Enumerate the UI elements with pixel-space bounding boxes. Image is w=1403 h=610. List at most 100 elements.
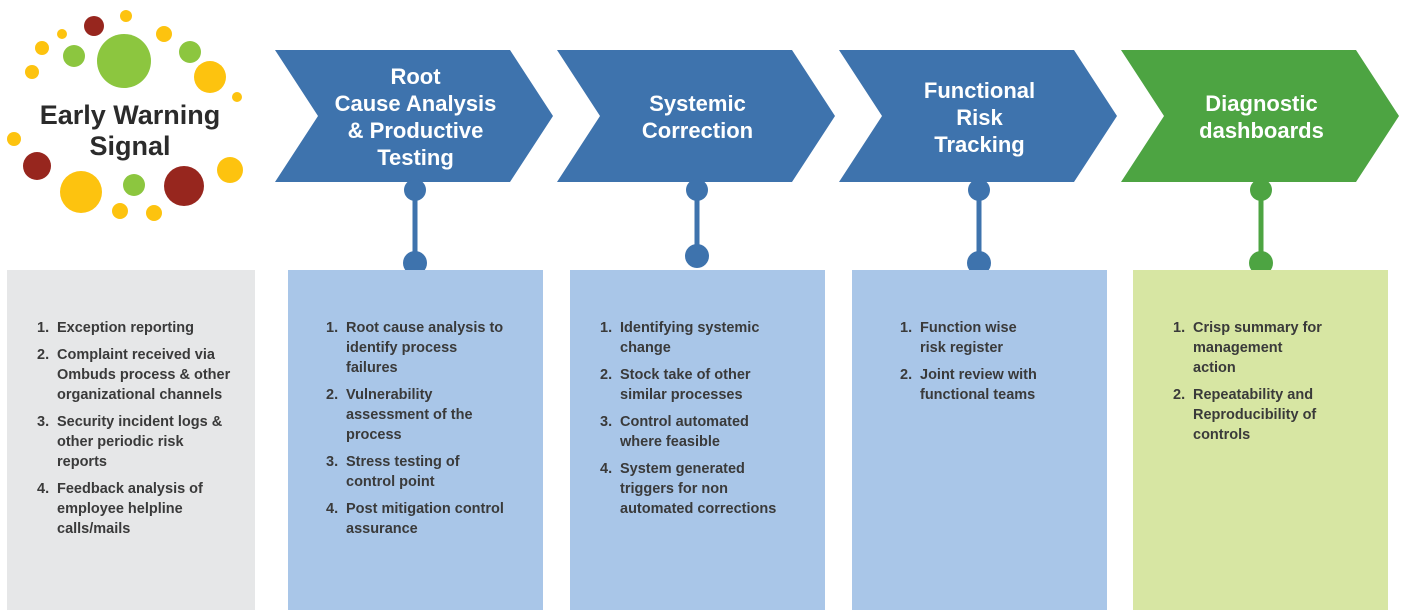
list-item-text: Complaint received via Ombuds process & … [57, 347, 231, 403]
stage-title-line: Cause Analysis [334, 91, 497, 116]
signal-dot-cluster [7, 10, 243, 221]
list-item: 4. System generated triggers for non auto… [600, 459, 785, 519]
list-item: 2. Repeatability and Reproducibility of c… [1173, 385, 1328, 445]
signal-dot [232, 92, 242, 102]
list-item-text: Joint review with functional teams [920, 367, 1037, 403]
list-item: 3. Security incident logs & other periodi… [37, 412, 231, 472]
diagnostic-box: 1. Crisp summary for management action 2.… [1133, 270, 1388, 610]
list-item-number: 2. [37, 347, 50, 363]
stage-title-systemic-correction: Systemic Correction [600, 52, 795, 182]
signal-dot [194, 61, 226, 93]
list-item-number: 4. [326, 501, 339, 517]
list-item-text: Crisp summary for management action [1193, 320, 1322, 376]
stage-title-functional-risk: Functional Risk Tracking [882, 52, 1077, 182]
stage-title-root-cause: Root Cause Analysis & Productive Testing [318, 52, 513, 182]
list-item-text: Feedback analysis of employee helpline c… [57, 481, 203, 537]
signal-dot [123, 174, 145, 196]
signal-box: 1.Exception reporting 2. Complaint receiv… [7, 270, 255, 610]
signal-dot [146, 205, 162, 221]
signal-title-line: Early Warning [39, 100, 221, 130]
signal-dot [120, 10, 132, 22]
functional-risk-list: 1. Function wise risk register 2. Joint re… [900, 318, 1037, 405]
list-item: 4. Post mitigation control assurance [326, 499, 511, 539]
list-item-text: Identifying systemic change [620, 320, 760, 356]
signal-title: Early Warning Signal [20, 100, 240, 162]
stage-title-line: Functional [923, 77, 1036, 103]
list-item-text: Root cause analysis to identify process … [346, 320, 504, 376]
list-item-number: 1. [600, 320, 613, 336]
stage-title-line: Diagnostic [1205, 91, 1318, 116]
connector-pin [685, 179, 709, 268]
signal-list: 1.Exception reporting 2. Complaint receiv… [37, 318, 231, 539]
list-item-text: Stress testing of control point [346, 454, 460, 490]
list-item-number: 4. [37, 481, 50, 497]
signal-dot [156, 26, 172, 42]
signal-dot [84, 16, 104, 36]
signal-dot [57, 29, 67, 39]
list-item-number: 1. [326, 320, 339, 336]
signal-title-line: Signal [89, 131, 171, 161]
chevron-functional-risk [839, 50, 1117, 182]
chevron-root-cause [275, 50, 553, 182]
list-item-number: 2. [326, 387, 339, 403]
list-item-text: Stock take of other similar processes [620, 367, 751, 403]
stage-title-diagnostic-dashboards: Diagnostic dashboards [1164, 52, 1359, 182]
functional-risk-box: 1. Function wise risk register 2. Joint re… [852, 270, 1107, 610]
stage-title-line: Risk [956, 104, 1003, 130]
signal-dot [164, 166, 204, 206]
connector-pin [403, 179, 427, 275]
list-item-number: 1. [900, 320, 913, 336]
list-item: 2. Joint review with functional teams [900, 365, 1037, 405]
signal-dot [217, 157, 243, 183]
list-item-number: 3. [37, 414, 50, 430]
list-item: 1. Identifying systemic change [600, 318, 785, 358]
stage-title-line: Testing [377, 145, 454, 170]
list-item-text: Repeatability and Reproducibility of con… [1193, 387, 1317, 443]
list-item-text: Post mitigation control assurance [346, 501, 504, 537]
signal-dot [112, 203, 128, 219]
stage-title-line: dashboards [1199, 118, 1324, 143]
list-item: 4. Feedback analysis of employee helpline… [37, 479, 231, 539]
connector-pin [967, 179, 991, 275]
stage-title-line: Tracking [934, 131, 1025, 157]
root-cause-box: 1. Root cause analysis to identify proces… [288, 270, 543, 610]
list-item: 2. Vulnerability assessment of the proces… [326, 385, 511, 445]
list-item-number: 2. [900, 367, 913, 383]
list-item: 1. Crisp summary for management action [1173, 318, 1328, 378]
stage-title-line: Systemic [649, 91, 746, 116]
list-item-text: System generated triggers for non automa… [620, 461, 777, 517]
list-item: 3. Stress testing of control point [326, 452, 511, 492]
list-item-text: Function wise risk register [920, 320, 1017, 356]
list-item-number: 3. [326, 454, 339, 470]
diagnostic-list: 1. Crisp summary for management action 2.… [1173, 318, 1328, 445]
chevron-diagnostic-dashboards [1121, 50, 1399, 182]
stage-title-line: Root [390, 64, 441, 89]
list-item: 2. Stock take of other similar processes [600, 365, 785, 405]
list-item-text: Vulnerability assessment of the process [346, 387, 473, 443]
connector-pin [1249, 179, 1273, 275]
list-item-number: 1. [1173, 320, 1186, 336]
chevron-systemic-correction [557, 50, 835, 182]
list-item-number: 1. [37, 320, 50, 336]
signal-dot [25, 65, 39, 79]
list-item-text: Security incident logs & other periodic … [57, 414, 223, 470]
signal-dot [179, 41, 201, 63]
signal-dot [7, 132, 21, 146]
systemic-correction-box: 1. Identifying systemic change 2. Stock ta… [570, 270, 825, 610]
list-item-text: Control automated where feasible [620, 414, 749, 450]
list-item: 1. Function wise risk register [900, 318, 1037, 358]
systemic-correction-list: 1. Identifying systemic change 2. Stock ta… [600, 318, 785, 519]
list-item-number: 4. [600, 461, 613, 477]
signal-dot [97, 34, 151, 88]
list-item: 1.Exception reporting [37, 318, 231, 338]
signal-dot [35, 41, 49, 55]
stage-title-line: & Productive [347, 118, 484, 143]
stage-title-line: Correction [641, 118, 754, 143]
list-item-number: 3. [600, 414, 613, 430]
list-item: 1. Root cause analysis to identify proces… [326, 318, 511, 378]
list-item: 3. Control automated where feasible [600, 412, 785, 452]
list-item-number: 2. [600, 367, 613, 383]
list-item-number: 2. [1173, 387, 1186, 403]
signal-dot [63, 45, 85, 67]
